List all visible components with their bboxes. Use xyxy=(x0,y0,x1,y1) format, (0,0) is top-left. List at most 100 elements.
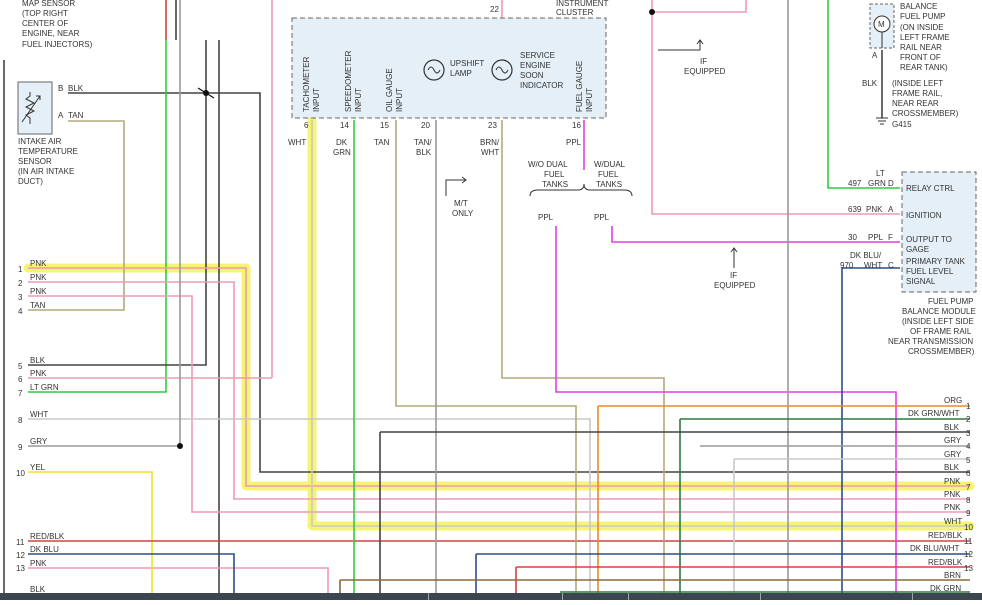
instrument-cluster: INSTRUMENT CLUSTER 22 TACHOMETER INPUT S… xyxy=(288,0,609,157)
speedo-label-2: INPUT xyxy=(354,88,363,112)
wo-dual-1: W/O DUAL xyxy=(528,160,568,169)
ign-wire: PNK xyxy=(866,205,883,214)
out-pin: F xyxy=(888,233,893,242)
wire-pnk-13 xyxy=(28,567,329,600)
module-caption-3: (INSIDE LEFT SIDE xyxy=(902,317,974,326)
wire-lt-grn xyxy=(28,40,167,393)
ign-pin: A xyxy=(888,205,894,214)
ground-icon xyxy=(876,117,888,125)
left-wire-14: BLK xyxy=(30,585,46,594)
map-sensor-line-3: CENTER OF xyxy=(22,19,68,28)
oil-label-2: INPUT xyxy=(395,88,404,112)
notes: M/T ONLY IF EQUIPPED IF EQUIPPED W/O DUA… xyxy=(445,39,756,290)
w-dual-2: FUEL xyxy=(598,170,619,179)
ground-label-3: NEAR REAR xyxy=(892,99,939,108)
right-pin-1: 1 xyxy=(966,402,971,411)
cluster-top-pin: 22 xyxy=(490,5,499,14)
iat-label-4: (IN AIR INTAKE xyxy=(18,167,74,176)
wire-iat-tan xyxy=(28,120,125,311)
bottom-scroll-strip xyxy=(0,593,982,600)
relay-wire-top: LT xyxy=(876,169,885,178)
left-pin-6: 6 xyxy=(18,375,23,384)
balance-fuel-pump: M BALANCE FUEL PUMP (ON INSIDE LEFT FRAM… xyxy=(862,2,959,129)
prim-label-2: FUEL LEVEL xyxy=(906,267,954,276)
right-pin-5: 5 xyxy=(966,456,971,465)
wire-relay-grn xyxy=(827,0,900,189)
right-wire-3: BLK xyxy=(944,423,960,432)
left-wire-11: RED/BLK xyxy=(30,532,65,541)
ground-label-4: CROSSMEMBER) xyxy=(892,109,959,118)
right-wire-7: PNK xyxy=(944,477,961,486)
wire-rc-org xyxy=(597,405,970,600)
motor-label: M xyxy=(878,20,885,29)
wires xyxy=(3,0,970,600)
ground-label-2: FRAME RAIL, xyxy=(892,89,942,98)
lamp-filament-icon xyxy=(495,66,509,74)
right-wire-14: BRN xyxy=(944,571,961,580)
w-dual-1: W/DUAL xyxy=(594,160,626,169)
wire-splice-diag xyxy=(197,87,215,99)
service-lamp-icon xyxy=(491,59,513,81)
pump-title-5: RAIL NEAR xyxy=(900,43,942,52)
arrow-icon xyxy=(445,176,467,196)
module-caption-5: NEAR TRANSMISSION xyxy=(888,337,973,346)
upshift-label-1: UPSHIFT xyxy=(450,59,484,68)
iat-sensor: B BLK A TAN INTAKE AIR TEMPERATURE SENSO… xyxy=(17,81,84,186)
left-wire-3: PNK xyxy=(30,287,47,296)
module-caption-2: BALANCE MODULE xyxy=(902,307,976,316)
left-pin-5: 5 xyxy=(18,362,23,371)
left-wire-12: DK BLU xyxy=(30,545,59,554)
map-sensor-line-2: (TOP RIGHT xyxy=(22,9,68,18)
mt-only-2: ONLY xyxy=(452,209,474,218)
thermistor-icon xyxy=(24,92,36,124)
instrument-cluster-box xyxy=(291,17,607,119)
pump-title-4: LEFT FRAME xyxy=(900,33,950,42)
prim-wire-top: DK BLU/ xyxy=(850,251,882,260)
wire-blk-splice xyxy=(28,40,207,366)
relay-circuit: 497 xyxy=(848,179,862,188)
prim-label-3: SIGNAL xyxy=(906,277,936,286)
left-pin-9: 9 xyxy=(18,443,23,452)
iat-pin-a: A xyxy=(58,111,64,120)
right-wire-6: BLK xyxy=(944,463,960,472)
if-equipped-top-1: IF xyxy=(700,57,707,66)
ign-circuit: 639 xyxy=(848,205,862,214)
wire-label-grn: GRN xyxy=(333,148,351,157)
relay-wire: GRN xyxy=(868,179,886,188)
wire-pnk-3 xyxy=(28,295,970,513)
fuel-gauge-label-2: INPUT xyxy=(585,88,594,112)
left-wire-13: PNK xyxy=(30,559,47,568)
left-pin-4: 4 xyxy=(18,307,23,316)
right-wire-11: RED/BLK xyxy=(928,531,963,540)
wire-pnk-1 xyxy=(28,267,970,487)
left-wire-2: PNK xyxy=(30,273,47,282)
left-wire-4: TAN xyxy=(30,301,46,310)
iat-label-2: TEMPERATURE xyxy=(18,147,78,156)
pump-title-1: BALANCE xyxy=(900,2,937,11)
left-wire-5: BLK xyxy=(30,356,46,365)
pump-title-7: REAR TANK) xyxy=(900,63,948,72)
strip-divider xyxy=(760,593,761,600)
prim-label-1: PRIMARY TANK xyxy=(906,257,966,266)
map-sensor-line-5: FUEL INJECTORS) xyxy=(22,40,93,49)
right-pin-10: 10 xyxy=(964,523,973,532)
right-pin-11: 11 xyxy=(964,537,973,546)
left-wire-6: PNK xyxy=(30,369,47,378)
wire-brnwht xyxy=(501,120,665,600)
arrow-icon xyxy=(658,39,704,51)
out-wire: PPL xyxy=(868,233,884,242)
right-pin-9: 9 xyxy=(966,509,971,518)
wire-ppl-wo-dual xyxy=(555,226,897,600)
pump-title-2: FUEL PUMP xyxy=(900,12,946,21)
left-pin-10: 10 xyxy=(16,469,25,478)
ses-label-2: ENGINE xyxy=(520,61,551,70)
prim-wire: WHT xyxy=(864,261,882,270)
iat-label-1: INTAKE AIR xyxy=(18,137,62,146)
if-equipped-mid-2: EQUIPPED xyxy=(714,281,756,290)
splice-dot xyxy=(177,443,183,449)
ground-label-1: (INSIDE LEFT xyxy=(892,79,943,88)
right-connector: ORG 1 DK GRN/WHT 2 BLK 3 GRY 4 GRY 5 BLK… xyxy=(908,396,973,593)
left-pin-1: 1 xyxy=(18,265,23,274)
right-pin-3: 3 xyxy=(966,429,971,438)
wire-yel-10 xyxy=(28,471,153,600)
